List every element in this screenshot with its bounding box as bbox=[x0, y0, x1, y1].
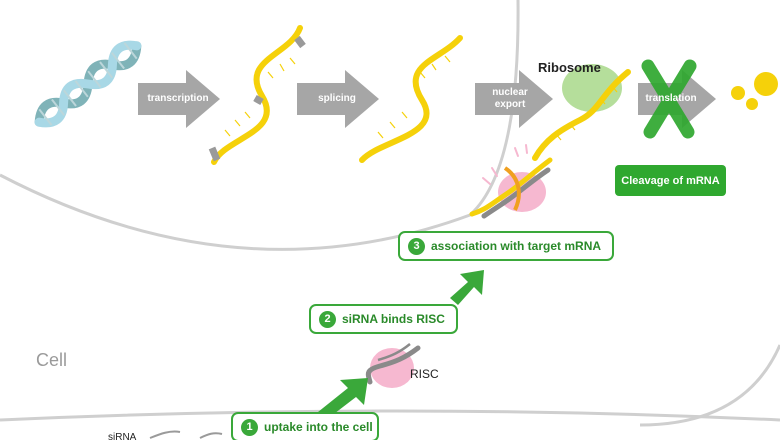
step-number: 2 bbox=[319, 310, 336, 328]
step-arrow-up bbox=[450, 270, 484, 305]
nuclear-export-line-2: export bbox=[494, 99, 526, 110]
step-arrow-up bbox=[318, 378, 368, 420]
sirna-icon bbox=[149, 430, 223, 439]
step-3-box: 3 association with target mRNA bbox=[398, 231, 614, 261]
transcription-arrow bbox=[138, 70, 220, 128]
ribosome-label: Ribosome bbox=[538, 60, 601, 75]
risc-label: RISC bbox=[410, 367, 439, 381]
step-label: uptake into the cell bbox=[264, 420, 373, 434]
nuclear-export-label: nuclear export bbox=[475, 87, 545, 111]
risc-target-complex-icon bbox=[469, 144, 553, 219]
fragment-dot bbox=[754, 72, 778, 96]
cell-membrane-right bbox=[639, 344, 780, 427]
cleavage-of-mrna-box: Cleavage of mRNA bbox=[615, 165, 726, 196]
sirna-label: siRNA bbox=[108, 432, 137, 440]
risc-sirna-icon bbox=[365, 343, 421, 388]
fragment-dot bbox=[746, 98, 758, 110]
step-number: 1 bbox=[241, 418, 258, 436]
cytoplasm-mrna-icon bbox=[532, 69, 631, 161]
step-1-box: 1 uptake into the cell bbox=[231, 412, 379, 440]
ribosome-icon bbox=[562, 64, 622, 112]
nuclear-export-arrow bbox=[475, 70, 553, 128]
cell-label: Cell bbox=[36, 350, 68, 370]
dna-helix-icon bbox=[34, 40, 142, 128]
translation-label: translation bbox=[645, 93, 697, 104]
step-number: 3 bbox=[408, 237, 425, 255]
step-label: association with target mRNA bbox=[431, 239, 602, 253]
transcription-label: transcription bbox=[147, 93, 209, 104]
splicing-arrow bbox=[297, 70, 379, 128]
fragment-dot bbox=[731, 86, 745, 100]
blocked-x-icon bbox=[641, 59, 697, 139]
step-2-box: 2 siRNA binds RISC bbox=[309, 304, 458, 334]
splicing-label: splicing bbox=[318, 93, 356, 104]
nuclear-export-line-1: nuclear bbox=[492, 87, 528, 98]
pre-mrna-icon bbox=[208, 25, 306, 165]
step-label: siRNA binds RISC bbox=[342, 312, 445, 326]
cell-membrane bbox=[0, 409, 780, 422]
mrna-icon bbox=[359, 35, 463, 163]
